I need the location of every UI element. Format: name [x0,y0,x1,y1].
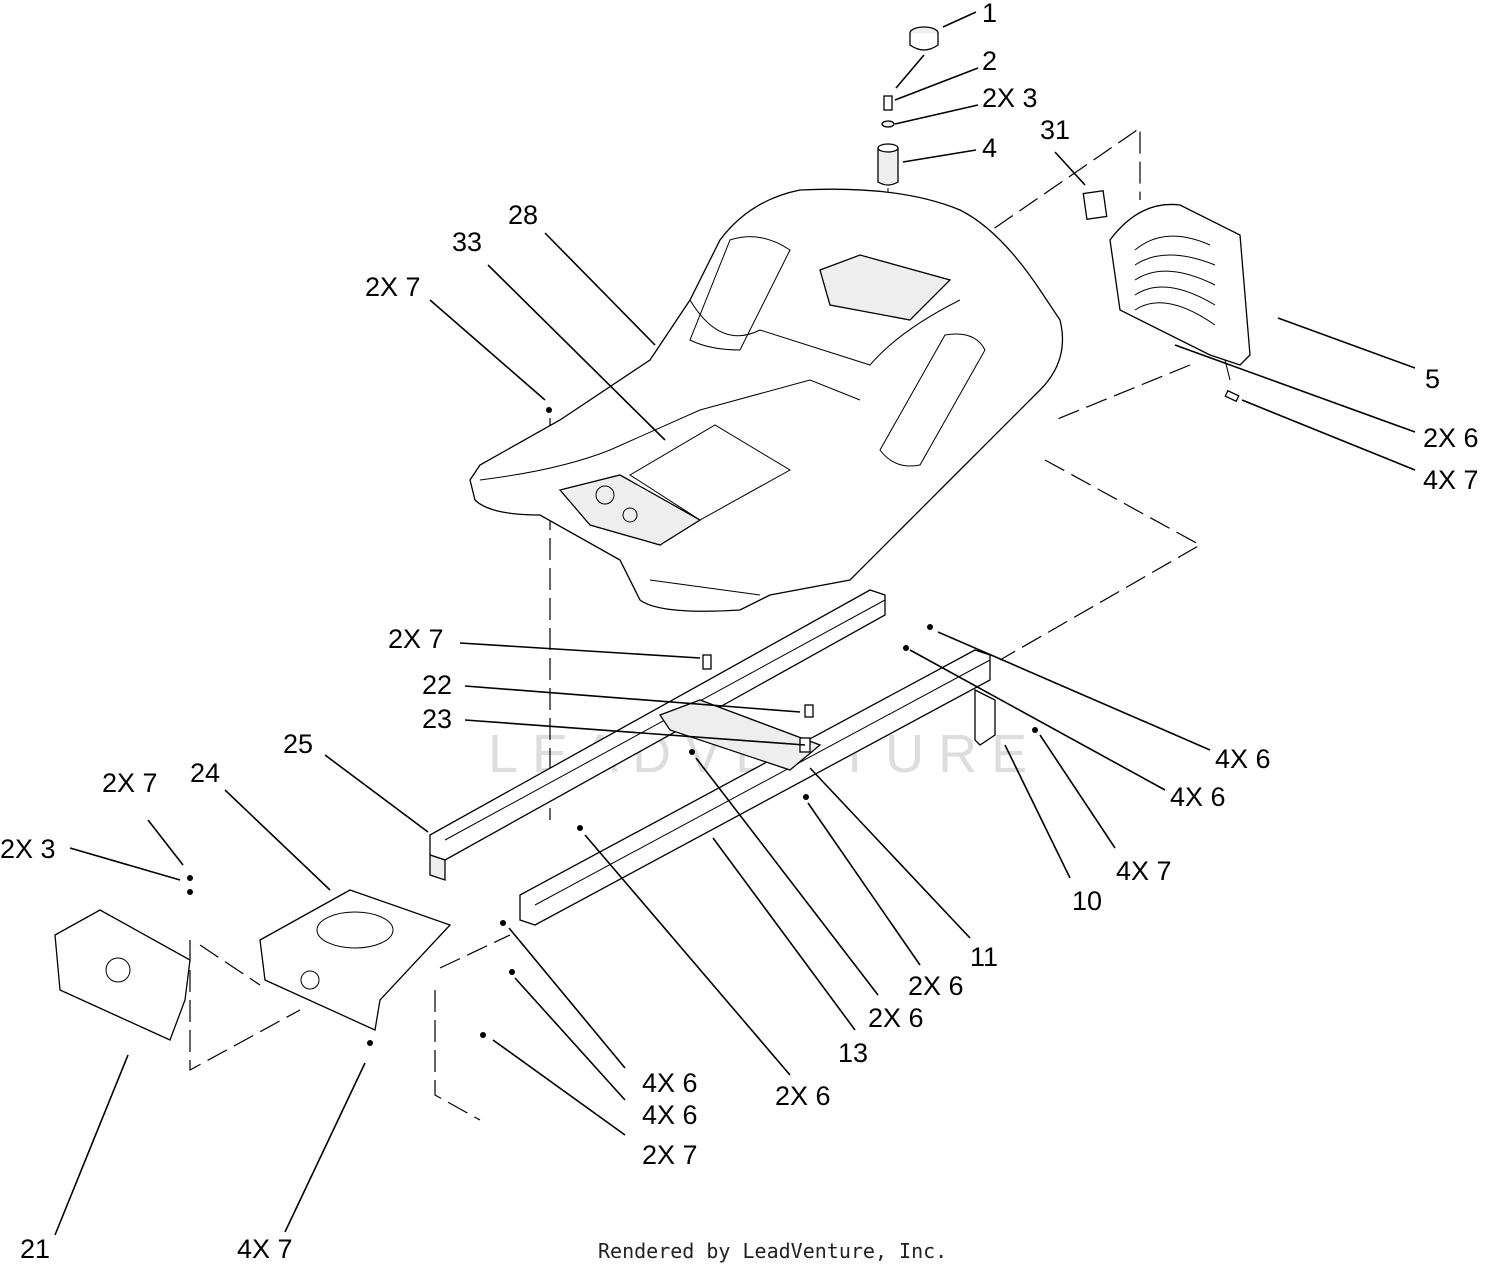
callout-2x7-left: 2X 7 [102,768,158,798]
callout-2x6-b: 2X 6 [868,1003,924,1033]
part-knob [909,26,939,51]
callout-4x7-bottom: 4X 7 [237,1234,293,1264]
callout-1: 1 [982,0,997,28]
callout-23: 23 [422,704,452,734]
callout-4: 4 [982,133,997,163]
part-spacer-4 [877,143,899,186]
fasteners [187,407,1038,1046]
callout-2x6-shield: 2X 6 [1423,423,1479,453]
assembly-lines [189,126,1202,1121]
callout-10: 10 [1072,886,1102,916]
callout-2x7-mid: 2X 7 [388,624,444,654]
callout-2x6-a: 2X 6 [908,971,964,1001]
callout-22: 22 [422,670,452,700]
part-plate-24 [259,889,452,1031]
part-fender-deck [469,188,1064,612]
callout-4x6-lower-b: 4X 6 [642,1100,698,1130]
part-decal-31 [1082,190,1108,220]
part-bracket-10 [974,688,996,746]
part-front-bracket-21 [54,909,191,1041]
callout-2x6-c: 2X 6 [775,1081,831,1111]
callout-4x6-right-b: 4X 6 [1170,782,1226,812]
part-rear-shield-5 [1109,203,1251,381]
part-washer-3 [881,120,895,128]
callout-21: 21 [20,1234,50,1264]
callout-4x6-right-a: 4X 6 [1215,744,1271,774]
callout-24: 24 [190,758,220,788]
callout-2: 2 [982,46,997,76]
part-bolt-top [702,654,712,670]
callout-2x7-upper: 2X 7 [365,272,421,302]
callout-2x3-left: 2X 3 [0,834,56,864]
callout-33: 33 [452,227,482,257]
callout-labels: 1 2 2X 3 4 31 28 33 2X 7 5 2X 6 4X 7 2X … [0,0,1479,1264]
part-bolt-22 [804,704,814,718]
callout-31: 31 [1040,115,1070,145]
callout-25: 25 [283,729,313,759]
callout-4x7-right: 4X 7 [1116,856,1172,886]
callout-13: 13 [838,1038,868,1068]
part-bolt-2 [883,95,893,111]
part-bolt-shield [1224,389,1240,403]
callout-5: 5 [1425,364,1440,394]
callout-2x3-top: 2X 3 [982,83,1038,113]
leader-lines [54,11,1416,1236]
footer-credit: Rendered by LeadVenture, Inc. [598,1239,947,1263]
callout-4x6-lower-a: 4X 6 [642,1068,698,1098]
callout-11: 11 [970,942,998,972]
callout-28: 28 [508,200,538,230]
callout-2x7-lower: 2X 7 [642,1140,698,1170]
callout-4x7-shield: 4X 7 [1423,465,1479,495]
